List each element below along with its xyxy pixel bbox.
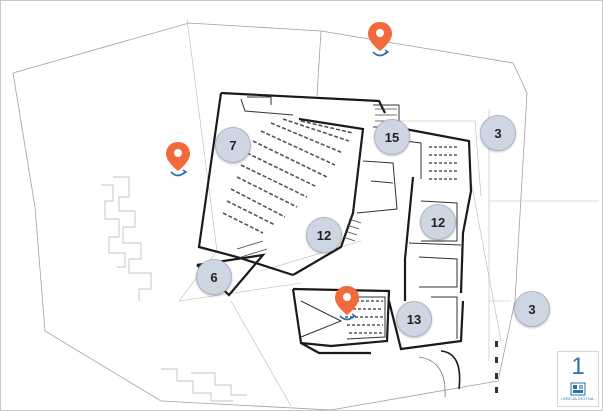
columns <box>495 341 498 393</box>
room-hotspot-3-right[interactable]: 3 <box>514 291 550 327</box>
curved-ramp-inner <box>418 356 446 398</box>
chapel-seating <box>429 146 457 180</box>
room-hotspot-6[interactable]: 6 <box>196 259 232 295</box>
floor-number: 1 <box>571 353 585 380</box>
floor-caption: IGREJA DIGITAL <box>561 396 595 401</box>
landscape-steps <box>101 176 247 402</box>
curved-ramp <box>440 350 461 390</box>
panorama-pin-left[interactable] <box>165 141 191 179</box>
interior-walls <box>240 96 462 340</box>
room-hotspot-12-left[interactable]: 12 <box>306 217 342 253</box>
building-walls <box>196 91 473 355</box>
building-logo-icon <box>570 382 586 396</box>
panorama-pin-center[interactable] <box>334 285 360 323</box>
construction-lines <box>178 18 599 407</box>
room-hotspot-13[interactable]: 13 <box>396 301 432 337</box>
floor-indicator[interactable]: 1 IGREJA DIGITAL <box>557 351 599 407</box>
room-hotspot-15[interactable]: 15 <box>374 119 410 155</box>
room-hotspot-7[interactable]: 7 <box>215 127 251 163</box>
room-hotspot-12-right[interactable]: 12 <box>420 204 456 240</box>
auditorium-seating <box>222 118 354 234</box>
room-hotspot-3-top[interactable]: 3 <box>480 115 516 151</box>
panorama-pin-top[interactable] <box>367 21 393 59</box>
